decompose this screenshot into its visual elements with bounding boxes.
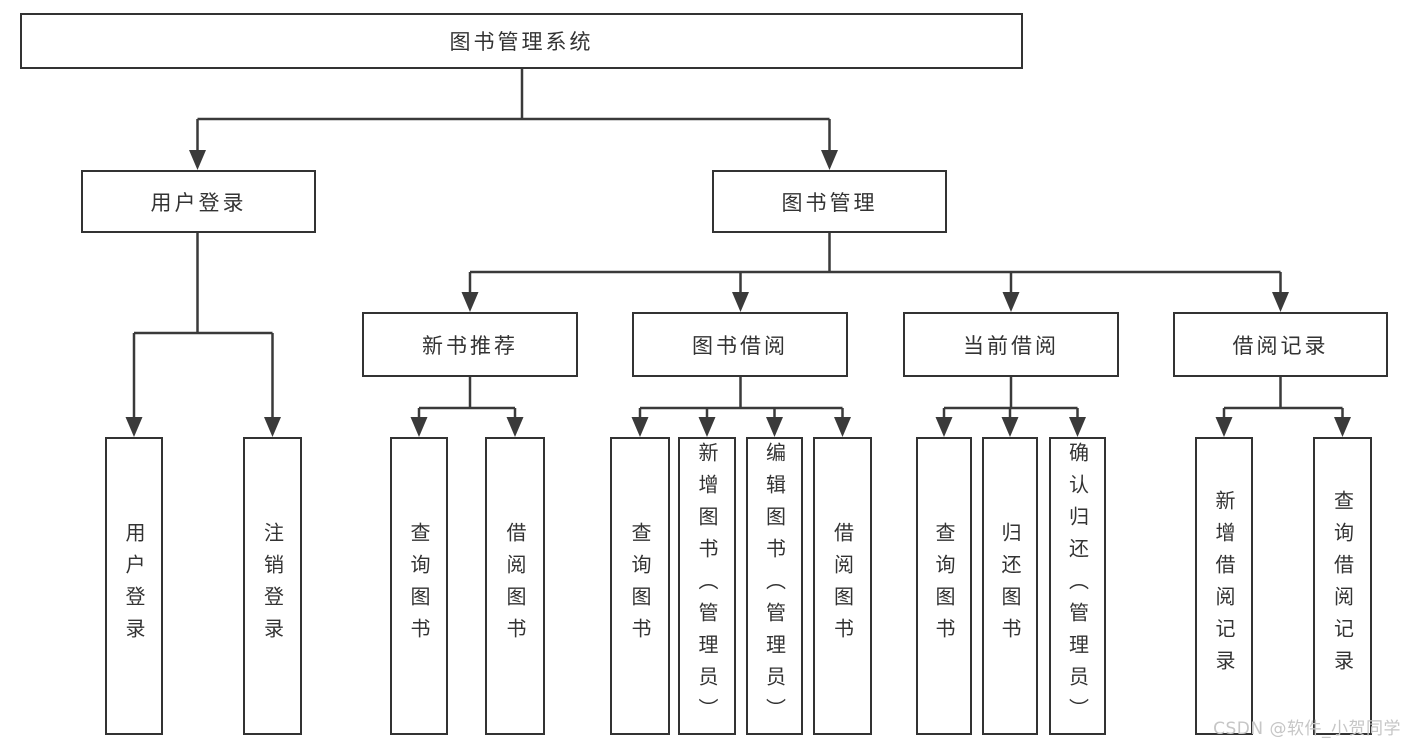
node-label: 借阅图书 xyxy=(503,522,527,650)
node-label: 查询图书 xyxy=(407,522,431,650)
arrow-icon xyxy=(935,417,953,437)
connector-bookborrow-to-leaves xyxy=(638,377,844,420)
node-label: 图书借阅 xyxy=(692,333,788,358)
arrow-icon xyxy=(1272,292,1289,312)
leaf-add-books-admin: 新增图书（管理员） xyxy=(678,437,736,735)
node-user-login: 用户登录 xyxy=(81,170,316,233)
node-new-book-recommend: 新书推荐 xyxy=(362,312,578,377)
leaf-add-borrow-record: 新增借阅记录 xyxy=(1195,437,1253,735)
node-book-management-system: 图书管理系统 xyxy=(20,13,1023,69)
node-current-borrowing: 当前借阅 xyxy=(903,312,1119,377)
node-book-management: 图书管理 xyxy=(712,170,947,233)
node-label: 确认归还（管理员） xyxy=(1065,442,1090,730)
node-label: 图书管理 xyxy=(781,190,878,215)
node-label: 查询图书 xyxy=(628,522,652,650)
arrow-icon xyxy=(506,417,524,437)
node-label: 当前借阅 xyxy=(963,333,1059,358)
connector-bookmgmt-to-level3 xyxy=(468,233,1282,294)
arrow-icon xyxy=(125,417,143,437)
leaf-return-books: 归还图书 xyxy=(982,437,1038,735)
node-label: 查询借阅记录 xyxy=(1330,490,1355,682)
leaf-query-books-recommend: 查询图书 xyxy=(390,437,448,735)
node-label: 新增图书（管理员） xyxy=(695,442,719,730)
leaf-borrow-books-recommend: 借阅图书 xyxy=(485,437,545,735)
node-label: 新书推荐 xyxy=(422,333,518,358)
arrow-icon xyxy=(1001,417,1019,437)
arrow-icon xyxy=(1334,417,1351,437)
node-label: 借阅记录 xyxy=(1232,333,1329,358)
leaf-user-login: 用户登录 xyxy=(105,437,163,735)
node-label: 图书管理系统 xyxy=(449,30,594,54)
arrow-icon xyxy=(264,417,281,437)
node-label: 借阅图书 xyxy=(830,522,855,650)
arrow-icon xyxy=(631,417,649,437)
connector-newbook-to-leaves xyxy=(417,377,517,420)
arrow-icon xyxy=(698,417,716,437)
node-label: 查询图书 xyxy=(932,522,956,650)
arrow-icon xyxy=(410,417,428,437)
arrowheads xyxy=(125,150,1351,437)
node-label: 注销登录 xyxy=(260,522,285,650)
connector-root-to-level2 xyxy=(196,69,831,152)
connector-borrowrecord-to-leaves xyxy=(1222,377,1344,420)
leaf-edit-books-admin: 编辑图书（管理员） xyxy=(746,437,803,735)
node-label: 归还图书 xyxy=(998,522,1022,650)
node-label: 用户登录 xyxy=(150,190,247,215)
arrow-icon xyxy=(1002,292,1020,312)
connector-currentborrow-to-leaves xyxy=(942,377,1079,420)
leaf-query-books-borrowing: 查询图书 xyxy=(610,437,670,735)
node-label: 新增借阅记录 xyxy=(1212,490,1236,682)
leaf-query-books-current: 查询图书 xyxy=(916,437,972,735)
arrow-icon xyxy=(732,292,749,312)
leaf-borrow-books-borrowing: 借阅图书 xyxy=(813,437,872,735)
arrow-icon xyxy=(461,292,479,312)
connector-userlogin-to-leaves xyxy=(132,233,274,419)
leaf-logout: 注销登录 xyxy=(243,437,302,735)
arrow-icon xyxy=(1215,417,1233,437)
node-label: 编辑图书（管理员） xyxy=(762,442,787,730)
leaf-confirm-return-admin: 确认归还（管理员） xyxy=(1049,437,1106,735)
arrow-icon xyxy=(1069,417,1086,437)
csdn-watermark: CSDN @软件_小贺同学 xyxy=(1213,719,1401,739)
arrow-icon xyxy=(821,150,838,170)
arrow-icon xyxy=(189,150,206,170)
arrow-icon xyxy=(834,417,851,437)
node-borrowing-records: 借阅记录 xyxy=(1173,312,1388,377)
arrow-icon xyxy=(766,417,783,437)
node-label: 用户登录 xyxy=(122,522,146,650)
leaf-query-borrow-record: 查询借阅记录 xyxy=(1313,437,1372,735)
node-book-borrowing: 图书借阅 xyxy=(632,312,848,377)
